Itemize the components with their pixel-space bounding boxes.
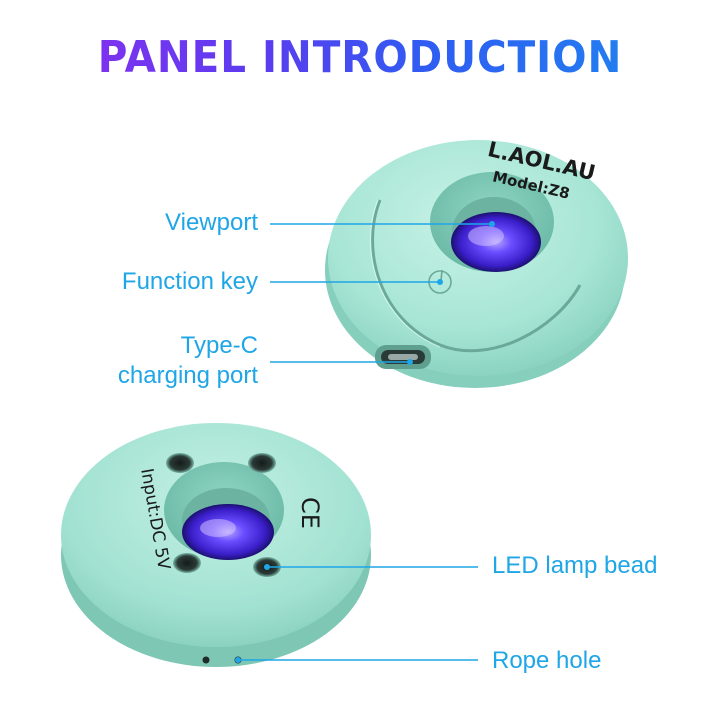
callout-function-key: Function key bbox=[121, 268, 258, 295]
type-c-port bbox=[375, 345, 431, 369]
page-title: PANEL INTRODUCTION bbox=[29, 30, 691, 86]
callout-led-lamp-bead: LED lamp bead bbox=[492, 552, 658, 579]
callout-type-c-line1: Type-C bbox=[180, 332, 258, 359]
callout-rope-hole: Rope hole bbox=[492, 647, 602, 674]
device-top-arc-groove bbox=[371, 199, 582, 353]
led-bead-1 bbox=[166, 453, 194, 473]
device-bottom: Input:DC 5V CE bbox=[61, 423, 371, 667]
device-top: L.AOL.AU Model:Z8 bbox=[325, 137, 628, 388]
led-bead-2 bbox=[248, 453, 276, 473]
led-bead-3 bbox=[173, 553, 201, 573]
ce-mark-icon: CE bbox=[296, 497, 324, 529]
callout-lines bbox=[235, 221, 495, 663]
callout-type-c-line2: charging port bbox=[117, 362, 258, 389]
rope-hole-1 bbox=[202, 656, 210, 664]
callout-viewport: Viewport bbox=[165, 209, 258, 236]
